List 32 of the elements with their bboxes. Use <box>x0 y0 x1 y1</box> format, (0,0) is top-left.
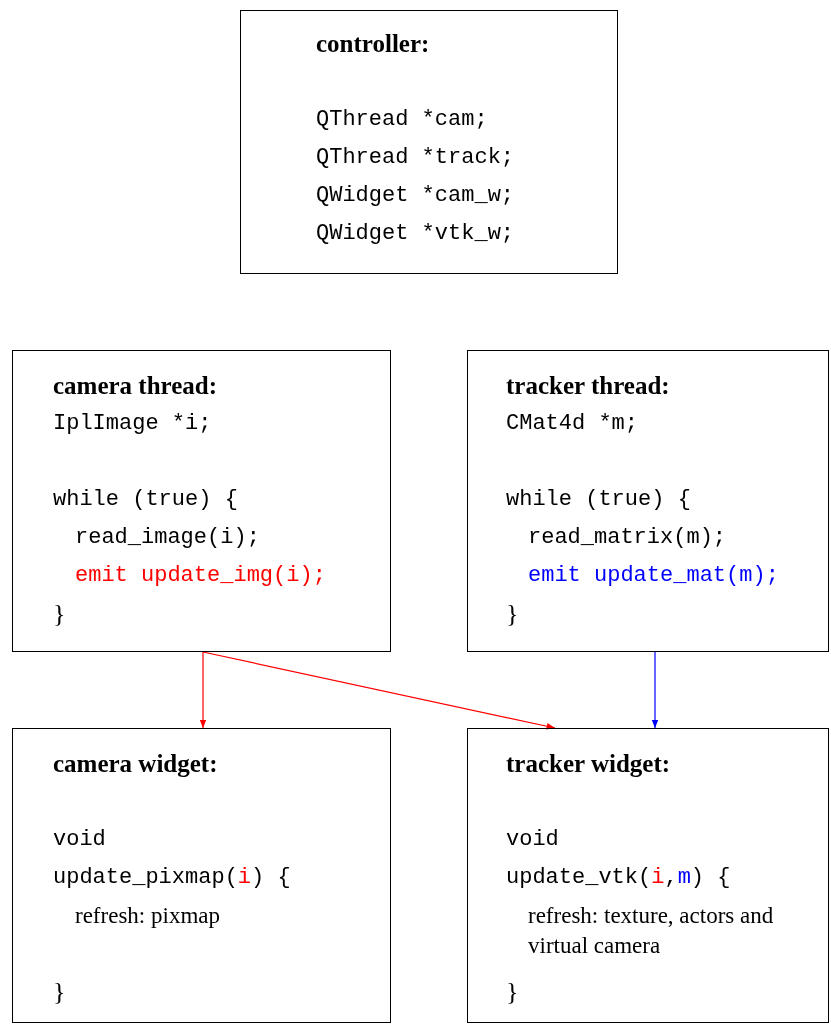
code-box <box>12 728 391 1023</box>
closing-brace: } <box>506 977 519 1007</box>
code-box <box>12 350 391 652</box>
code-line: while (true) { <box>53 486 238 514</box>
box-heading: camera thread: <box>53 371 218 401</box>
box-heading: tracker thread: <box>506 371 670 401</box>
code-line: QWidget *vtk_w; <box>316 220 515 248</box>
code-line: emit update_mat(m); <box>528 562 779 590</box>
box-heading: controller: <box>316 29 430 59</box>
code-box <box>240 10 618 274</box>
comment-text: refresh: texture, actors and virtual camera <box>528 902 775 960</box>
comment-text: refresh: pixmap <box>75 902 221 930</box>
code-line: CMat4d *m; <box>506 410 639 438</box>
box-heading: tracker widget: <box>506 749 671 779</box>
code-line: QThread *cam; <box>316 106 488 134</box>
code-line: read_image(i); <box>75 524 260 552</box>
code-line: IplImage *i; <box>53 410 212 438</box>
code-line: while (true) { <box>506 486 691 514</box>
code-line: void <box>506 826 559 854</box>
code-line: emit update_img(i); <box>75 562 326 590</box>
closing-brace: } <box>53 599 66 629</box>
code-line: read_matrix(m); <box>528 524 727 552</box>
closing-brace: } <box>506 599 519 629</box>
closing-brace: } <box>53 977 66 1007</box>
code-line: void <box>53 826 106 854</box>
code-line: QThread *track; <box>316 144 515 172</box>
box-heading: camera widget: <box>53 749 218 779</box>
code-line: update_pixmap(i) { <box>53 864 291 892</box>
code-box <box>467 350 829 652</box>
code-box <box>467 728 829 1023</box>
code-line: update_vtk(i,m) { <box>506 864 731 892</box>
code-line: QWidget *cam_w; <box>316 182 515 210</box>
